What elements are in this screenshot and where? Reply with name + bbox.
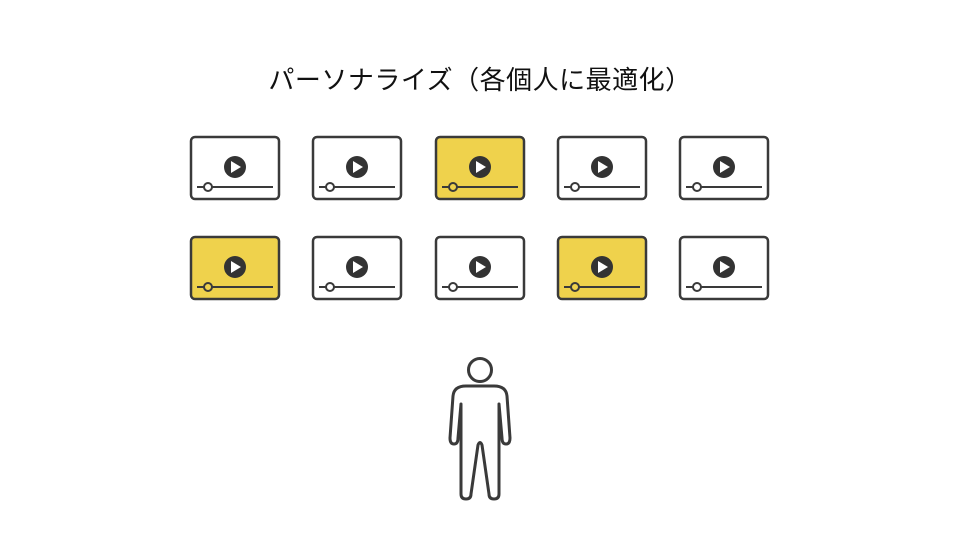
video-card xyxy=(189,235,281,301)
video-card xyxy=(678,235,770,301)
play-icon xyxy=(713,256,735,278)
slider-knob xyxy=(203,282,213,292)
slider-knob xyxy=(448,282,458,292)
play-icon xyxy=(346,156,368,178)
play-icon xyxy=(469,256,491,278)
slider-knob xyxy=(448,182,458,192)
slider-knob xyxy=(692,182,702,192)
progress-slider xyxy=(197,182,273,192)
slider-knob xyxy=(203,182,213,192)
play-icon xyxy=(469,156,491,178)
slider-knob xyxy=(325,182,335,192)
progress-slider xyxy=(564,282,640,292)
slider-knob xyxy=(692,282,702,292)
progress-slider xyxy=(197,282,273,292)
play-icon xyxy=(224,156,246,178)
play-icon xyxy=(224,256,246,278)
play-icon xyxy=(346,256,368,278)
progress-slider xyxy=(319,182,395,192)
person-icon xyxy=(448,357,512,501)
play-icon xyxy=(713,156,735,178)
video-grid xyxy=(189,135,770,301)
progress-slider xyxy=(686,282,762,292)
progress-slider xyxy=(564,182,640,192)
video-card xyxy=(434,135,526,201)
slider-knob xyxy=(570,182,580,192)
video-card xyxy=(311,135,403,201)
video-card xyxy=(434,235,526,301)
progress-slider xyxy=(442,282,518,292)
video-card xyxy=(556,135,648,201)
progress-slider xyxy=(686,182,762,192)
video-card xyxy=(678,135,770,201)
slider-knob xyxy=(570,282,580,292)
play-icon xyxy=(591,156,613,178)
slider-knob xyxy=(325,282,335,292)
video-card xyxy=(189,135,281,201)
video-card xyxy=(556,235,648,301)
video-card xyxy=(311,235,403,301)
play-icon xyxy=(591,256,613,278)
progress-slider xyxy=(442,182,518,192)
diagram-title: パーソナライズ（各個人に最適化） xyxy=(268,66,692,96)
progress-slider xyxy=(319,282,395,292)
